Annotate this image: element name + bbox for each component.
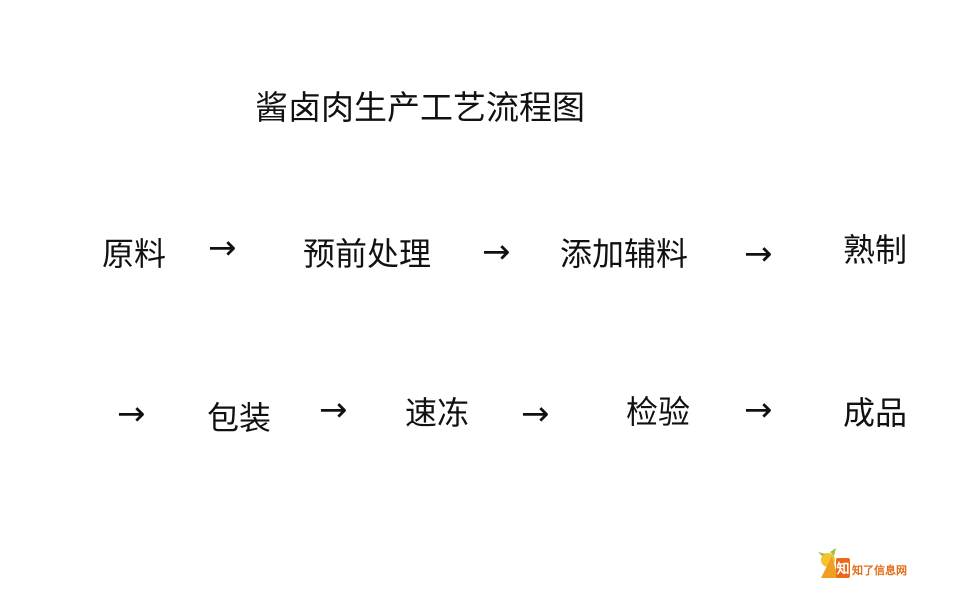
arrow-1: →	[208, 228, 237, 268]
step-inspection: 检验	[626, 393, 691, 431]
step-quick-freeze: 速冻	[405, 394, 470, 432]
watermark-logo: 知 知了信息网	[818, 548, 948, 584]
arrow-7: →	[744, 390, 773, 430]
arrow-5: →	[319, 390, 348, 430]
step-raw-material: 原料	[102, 235, 167, 273]
step-cooking: 熟制	[843, 231, 908, 269]
step-packaging: 包装	[207, 399, 272, 437]
step-pretreatment: 预前处理	[303, 235, 432, 273]
arrow-2: →	[482, 232, 511, 272]
step-finished-product: 成品	[843, 394, 908, 432]
cicada-logo-icon: 知	[818, 548, 850, 578]
arrow-3: →	[744, 234, 773, 274]
diagram-title: 酱卤肉生产工艺流程图	[255, 88, 585, 127]
step-add-ingredients: 添加辅料	[560, 235, 689, 273]
arrow-4: →	[117, 394, 146, 434]
arrow-6: →	[521, 394, 550, 434]
watermark-brand: 知了信息网	[852, 564, 907, 577]
logo-char: 知	[836, 561, 849, 577]
